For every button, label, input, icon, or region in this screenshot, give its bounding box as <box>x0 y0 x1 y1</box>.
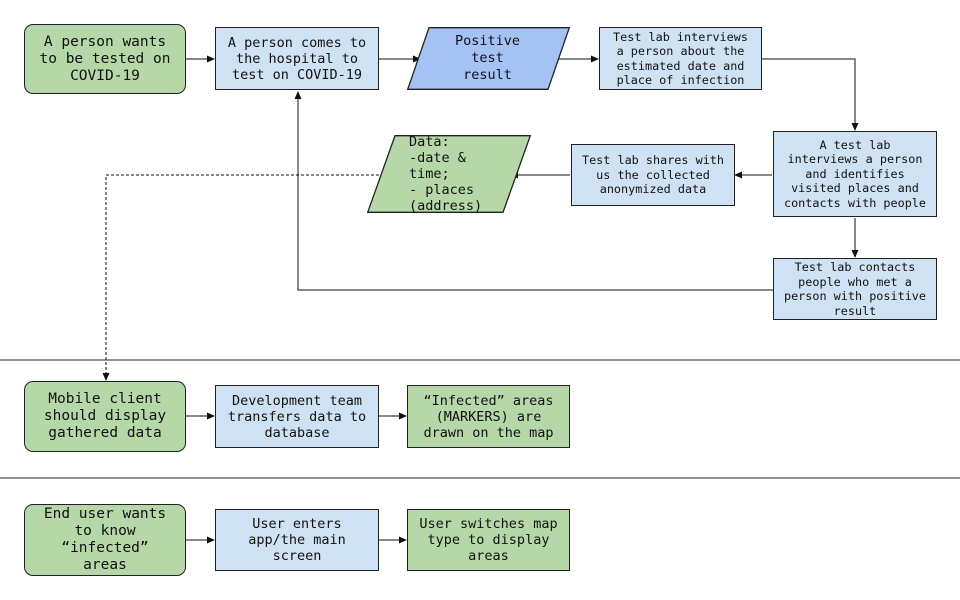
process-hospital-label: A person comes to the hospital to test o… <box>227 34 367 83</box>
result-positive: Positive test result <box>407 27 570 90</box>
data-parallelogram-label: Data: -date & time; - places (address) <box>409 134 483 214</box>
process-draw-markers-label: “Infected” areas (MARKERS) are drawn on … <box>423 392 554 441</box>
process-share-data: Test lab shares with us the collected an… <box>571 144 735 206</box>
result-positive-shape <box>407 27 570 90</box>
start-node-tested: A person wants to be tested on COVID-19 <box>24 24 186 94</box>
start-node-end-user-label: End user wants to know “infected” areas <box>43 506 167 573</box>
process-draw-markers: “Infected” areas (MARKERS) are drawn on … <box>407 385 570 448</box>
process-transfer-data: Development team transfers data to datab… <box>215 385 379 448</box>
process-switch-map-type-label: User switches map type to display areas <box>419 516 558 564</box>
process-hospital: A person comes to the hospital to test o… <box>215 27 379 90</box>
result-positive-label: Positive test result <box>454 33 521 83</box>
process-switch-map-type: User switches map type to display areas <box>407 509 570 571</box>
process-enter-app: User enters app/the main screen <box>215 509 379 571</box>
process-contact-people-label: Test lab contacts people who met a perso… <box>783 260 927 318</box>
data-parallelogram: Data: -date & time; - places (address) <box>367 134 531 214</box>
process-share-data-label: Test lab shares with us the collected an… <box>581 153 725 197</box>
process-identify-places: A test lab interviews a person and ident… <box>773 131 937 217</box>
process-identify-places-label: A test lab interviews a person and ident… <box>783 137 927 210</box>
arrow-interview-to-identify <box>762 58 859 131</box>
process-interview-estimate: Test lab interviews a person about the e… <box>599 27 762 90</box>
start-node-mobile-client-label: Mobile client should display gathered da… <box>43 391 167 441</box>
start-node-tested-label: A person wants to be tested on COVID-19 <box>39 33 171 84</box>
process-contact-people: Test lab contacts people who met a perso… <box>773 258 937 320</box>
process-enter-app-label: User enters app/the main screen <box>248 516 346 564</box>
arrow-contacts-to-hospital <box>294 91 773 291</box>
process-interview-estimate-label: Test lab interviews a person about the e… <box>613 29 748 88</box>
data-parallelogram-shape <box>367 135 531 213</box>
start-node-end-user: End user wants to know “infected” areas <box>24 504 186 576</box>
process-transfer-data-label: Development team transfers data to datab… <box>227 392 367 441</box>
start-node-mobile-client: Mobile client should display gathered da… <box>24 381 186 452</box>
dashed-data-to-mobile <box>102 174 384 381</box>
